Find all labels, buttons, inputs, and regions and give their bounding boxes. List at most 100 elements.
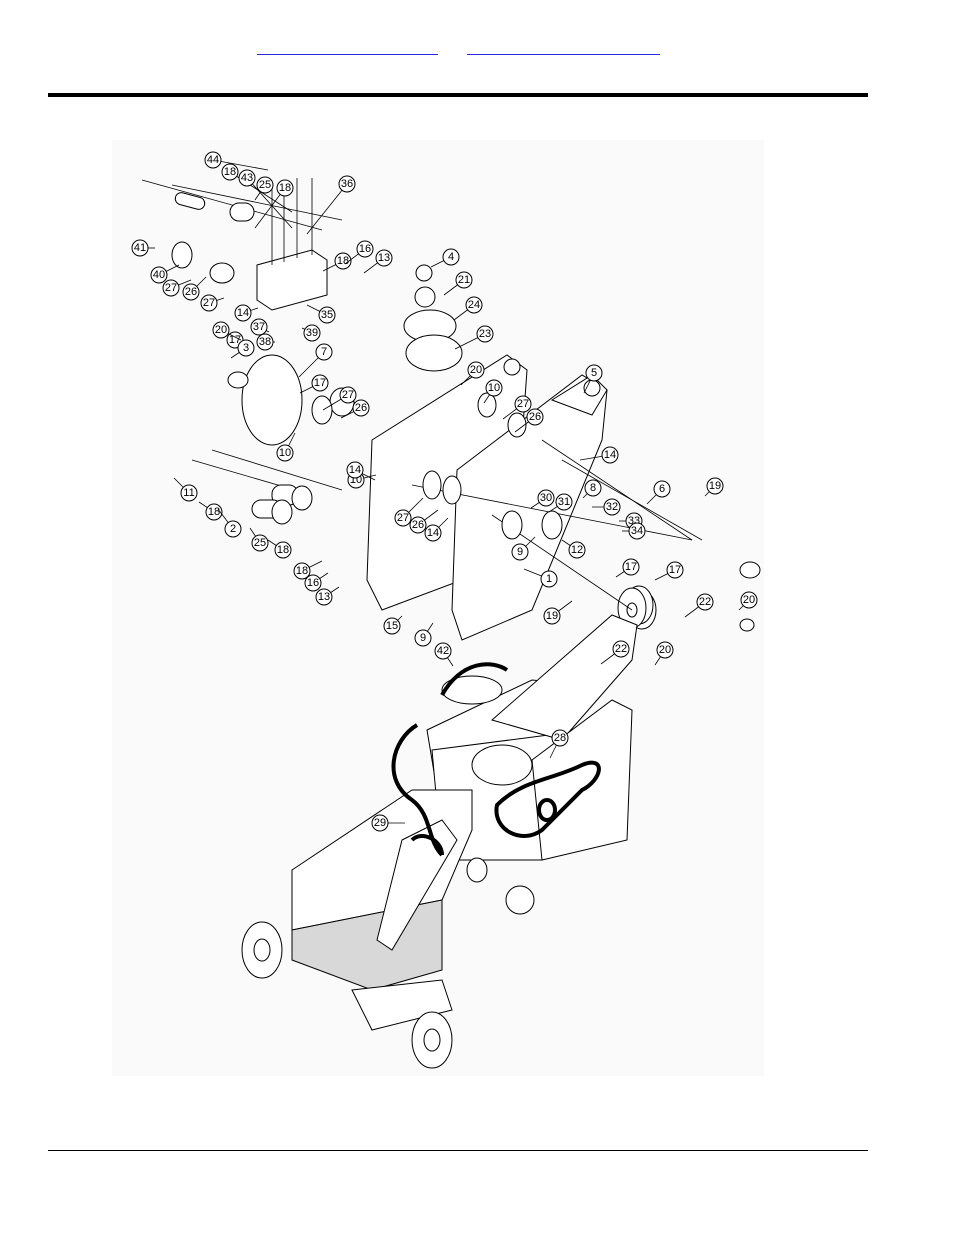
callout-39: 39 [301, 324, 321, 342]
callout-24: 24 [453, 296, 483, 321]
callout-label: 17 [314, 377, 326, 389]
callout-label: 17 [625, 561, 637, 573]
callout-circle [276, 179, 294, 197]
callout-label: 26 [185, 286, 197, 298]
callout-label: 30 [540, 492, 552, 504]
callout-27: 27 [162, 279, 192, 297]
callout-28: 28 [549, 729, 569, 759]
callout-circle [442, 248, 460, 266]
callout-circle [696, 593, 714, 611]
callout-label: 26 [355, 402, 367, 414]
callout-circle [237, 339, 255, 357]
upper-bracket [256, 178, 328, 311]
callout-circle [666, 561, 684, 579]
callout-18: 18 [198, 501, 223, 521]
callout-circle [162, 279, 180, 297]
callout-26: 26 [340, 399, 370, 419]
callout-leader [246, 177, 293, 229]
callout-label: 34 [631, 525, 643, 537]
callout-label: 15 [386, 620, 398, 632]
callout-25: 25 [249, 527, 269, 552]
callout-label: 14 [237, 307, 249, 319]
callout-circle [318, 306, 336, 324]
assembled-frame [241, 614, 638, 1069]
callout-16: 16 [304, 572, 329, 592]
callout-label: 18 [277, 544, 289, 556]
callout-circle [555, 493, 573, 511]
callout-label: 8 [590, 482, 596, 494]
callout-circle [465, 296, 483, 314]
callout-11: 11 [173, 477, 198, 502]
callout-label: 17 [229, 334, 241, 346]
callout-label: 13 [318, 591, 330, 603]
callout-label: 36 [341, 178, 353, 190]
callout-label: 26 [412, 519, 424, 531]
callout-label: 9 [517, 546, 523, 558]
callout-label: 20 [215, 324, 227, 336]
callout-circle [409, 516, 427, 534]
callout-label: 20 [470, 364, 482, 376]
callout-circle [371, 814, 389, 832]
callout-label: 3 [243, 342, 249, 354]
callout-20: 20 [738, 591, 758, 611]
callout-22: 22 [600, 640, 630, 665]
callout-label: 18 [296, 565, 308, 577]
callout-circle [224, 520, 242, 538]
callout-circle [414, 629, 432, 647]
callout-26: 26 [409, 509, 439, 534]
callout-label: 22 [699, 596, 711, 608]
callout-17: 17 [615, 558, 640, 578]
callout-circle [250, 318, 268, 336]
callout-circle [514, 395, 532, 413]
callout-label: 38 [259, 336, 271, 348]
callout-14: 14 [234, 304, 259, 322]
callout-label: 27 [397, 512, 409, 524]
callout-label: 2 [230, 523, 236, 535]
callout-21: 21 [443, 271, 473, 296]
callout-circle [315, 343, 333, 361]
callout-label: 18 [279, 182, 291, 194]
callout-32: 32 [592, 498, 621, 516]
callout-label: 18 [208, 506, 220, 518]
callout-leader [212, 159, 269, 171]
callout-circle [526, 408, 544, 426]
callout-label: 35 [321, 309, 333, 321]
callout-label: 14 [427, 527, 439, 539]
callout-circle [180, 484, 198, 502]
callout-circle [334, 252, 352, 270]
callout-10: 10 [483, 379, 503, 404]
callout-label: 25 [259, 179, 271, 191]
callout-label: 19 [709, 480, 721, 492]
callout-19: 19 [704, 477, 724, 497]
callout-40: 40 [150, 264, 180, 284]
callout-36: 36 [306, 175, 356, 235]
header-link-left[interactable] [257, 40, 438, 55]
callout-circle [221, 163, 239, 181]
callout-circle [622, 558, 640, 576]
callout-35: 35 [306, 304, 336, 324]
header-link-right[interactable] [467, 40, 660, 55]
callout-circle [537, 489, 555, 507]
callout-circle [656, 641, 674, 659]
callout-17: 17 [654, 561, 684, 581]
callout-label: 16 [359, 243, 371, 255]
callout-3: 3 [230, 339, 255, 359]
callout-circle [551, 729, 569, 747]
callout-circle [585, 364, 603, 382]
callout-22: 22 [684, 593, 714, 618]
callout-8: 8 [582, 479, 602, 499]
callout-circle [251, 534, 269, 552]
callout-label: 22 [615, 643, 627, 655]
callout-circle [150, 266, 168, 284]
callout-label: 9 [420, 632, 426, 644]
callout-label: 32 [606, 501, 618, 513]
callout-4: 4 [430, 248, 460, 268]
callout-14: 14 [579, 446, 619, 464]
callout-circle [584, 479, 602, 497]
callout-26: 26 [514, 408, 544, 433]
bushings [171, 192, 563, 540]
callout-13: 13 [363, 249, 393, 274]
callout-label: 5 [591, 367, 597, 379]
callout-27: 27 [322, 386, 357, 411]
